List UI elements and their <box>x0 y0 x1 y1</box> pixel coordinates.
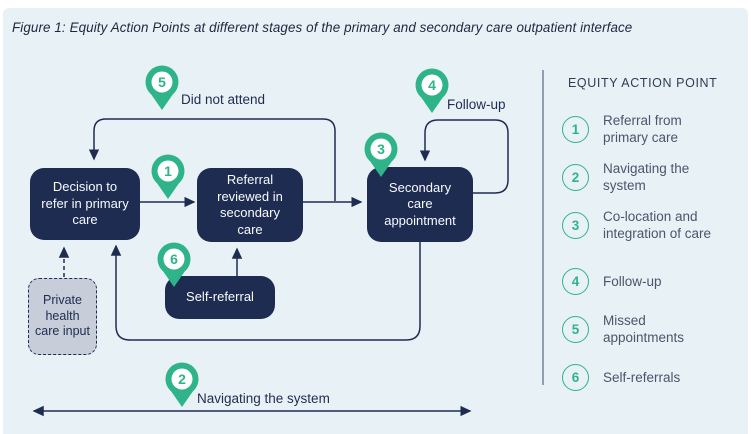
node-referral-reviewed: Referral reviewed in secondary care <box>197 168 303 242</box>
edge-label-did-not-attend: Did not attend <box>181 92 266 107</box>
legend-item-3: 3 Co-location and integration of care <box>562 208 725 242</box>
legend-item-6: 6 Self-referrals <box>562 360 725 394</box>
legend-label-4: Follow-up <box>603 273 662 289</box>
legend-item-1: 1 Referral from primary care <box>562 112 725 146</box>
legend-label-6: Self-referrals <box>603 369 681 385</box>
node-private-health-input-label: Private health care input <box>35 293 90 339</box>
legend-number-badge-3: 3 <box>562 211 589 239</box>
edge-label-follow-up: Follow-up <box>447 97 506 112</box>
legend-item-5: 5 Missed appointments <box>562 312 725 346</box>
legend-number-badge-2: 2 <box>562 163 589 191</box>
legend-label-1: Referral from primary care <box>603 113 682 145</box>
legend-number-badge-6: 6 <box>562 363 589 391</box>
legend-title: EQUITY ACTION POINT <box>568 76 718 90</box>
node-secondary-appointment: Secondary care appointment <box>367 167 473 242</box>
legend-number-6: 6 <box>571 369 580 385</box>
node-self-referral: Self-referral <box>165 276 275 319</box>
legend-number-1: 1 <box>571 121 580 137</box>
node-decision-to-refer: Decision to refer in primary care <box>30 168 140 240</box>
node-private-health-input: Private health care input <box>28 278 97 355</box>
legend-number-badge-4: 4 <box>562 267 589 295</box>
node-referral-reviewed-label: Referral reviewed in secondary care <box>217 172 283 237</box>
legend-number-4: 4 <box>571 273 580 289</box>
legend-number-5: 5 <box>571 321 580 337</box>
legend-number-3: 3 <box>571 217 580 233</box>
legend-number-2: 2 <box>571 169 580 185</box>
legend-item-4: 4 Follow-up <box>562 264 725 298</box>
node-decision-label: Decision to refer in primary care <box>41 179 129 228</box>
legend-label-3: Co-location and integration of care <box>603 209 712 241</box>
node-self-referral-label: Self-referral <box>186 289 254 305</box>
legend-label-2: Navigating the system <box>603 161 690 193</box>
legend-number-badge-5: 5 <box>562 315 589 343</box>
figure-title: Figure 1: Equity Action Points at differ… <box>12 20 633 35</box>
edge-label-navigating-the-system: Navigating the system <box>197 391 330 406</box>
legend-item-2: 2 Navigating the system <box>562 160 725 194</box>
legend-number-badge-1: 1 <box>562 115 589 143</box>
node-secondary-appointment-label: Secondary care appointment <box>384 179 456 228</box>
legend-label-5: Missed appointments <box>603 313 685 345</box>
